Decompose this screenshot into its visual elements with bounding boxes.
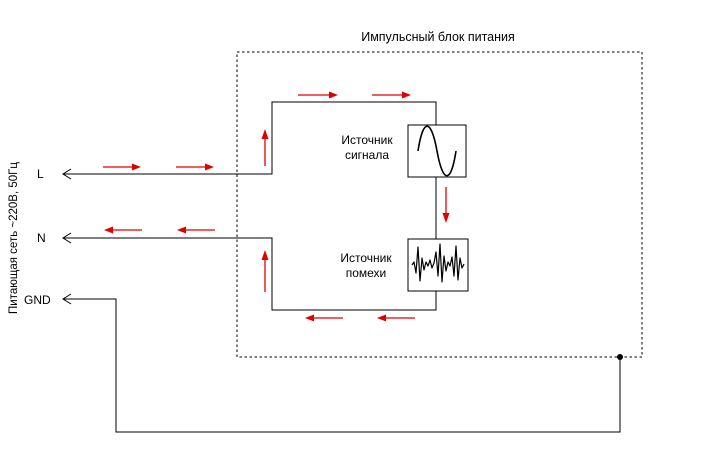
flow-arrow-down-mid-head	[442, 213, 450, 223]
signal-source-box	[407, 124, 467, 178]
wire-gnd	[62, 293, 623, 433]
diagram-title: Импульсный блок питания	[361, 30, 515, 44]
flow-arrow-l-2-head	[205, 163, 214, 171]
flow-arrow-n-2-head	[177, 226, 186, 234]
flow-arrow-bottom-1-head	[305, 314, 314, 322]
wire-l	[62, 101, 437, 180]
flow-arrow-n-1-head	[104, 226, 113, 234]
signal-source-label-line1: Источник	[341, 133, 393, 147]
signal-source-label-line2: сигнала	[345, 148, 389, 162]
noise-source-label-line1: Источник	[340, 251, 392, 265]
noise-burst-icon	[411, 243, 465, 283]
terminal-l-label: L	[37, 167, 44, 181]
power-supply-frame	[236, 51, 643, 358]
flow-arrow-up-n-head	[261, 250, 269, 260]
noise-source: Источник помехи	[340, 238, 469, 292]
ground-junction-dot	[617, 354, 623, 360]
flow-arrow-l-1-head	[132, 163, 141, 171]
terminal-gnd-label: GND	[24, 293, 51, 307]
terminal-gnd-arrow-icon	[62, 293, 72, 305]
mains-label: Питающая сеть ~220В, 50Гц	[8, 162, 20, 314]
signal-source: Источник сигнала	[341, 124, 467, 178]
wire-n	[62, 232, 437, 311]
terminal-n-label: N	[37, 231, 46, 245]
current-flow-arrows	[103, 91, 450, 322]
flow-arrow-top-1-head	[329, 91, 338, 99]
flow-arrow-up-l-head	[261, 129, 269, 139]
sine-wave-icon	[417, 125, 457, 177]
terminal-l-arrow-icon	[62, 168, 72, 180]
terminal-n-arrow-icon	[62, 232, 72, 244]
flow-arrow-bottom-2-head	[377, 314, 386, 322]
flow-arrow-top-2-head	[402, 91, 411, 99]
noise-source-label-line2: помехи	[346, 266, 387, 280]
